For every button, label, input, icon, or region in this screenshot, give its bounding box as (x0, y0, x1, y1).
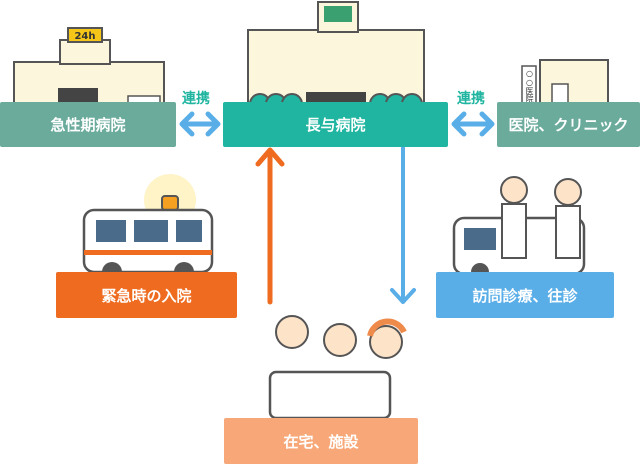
visit-arrow (390, 146, 416, 304)
node-home-visit: 訪問診療、往診 (436, 272, 614, 318)
link-label-right: 連携 (457, 91, 485, 107)
clinic-sign: ○○医院 (525, 69, 534, 103)
home-visit-illustration (452, 176, 586, 281)
admission-arrow (255, 147, 285, 305)
acute-hospital-illustration: 24h (13, 27, 165, 111)
node-acute-hospital: 急性期病院 (0, 102, 176, 147)
hours-sign: 24h (74, 31, 95, 42)
node-home-facility: 在宅、施設 (224, 418, 418, 464)
link-label-left: 連携 (182, 91, 210, 107)
link-arrow-right (451, 111, 495, 137)
link-arrow-left (179, 111, 221, 137)
home-care-illustration (268, 315, 407, 420)
ambulance-illustration (82, 174, 214, 282)
node-main-hospital: 長与病院 (223, 102, 448, 147)
node-clinic: 医院、クリニック (497, 102, 640, 147)
main-hospital-illustration (247, 1, 425, 115)
node-emergency-admission: 緊急時の入院 (56, 272, 237, 318)
